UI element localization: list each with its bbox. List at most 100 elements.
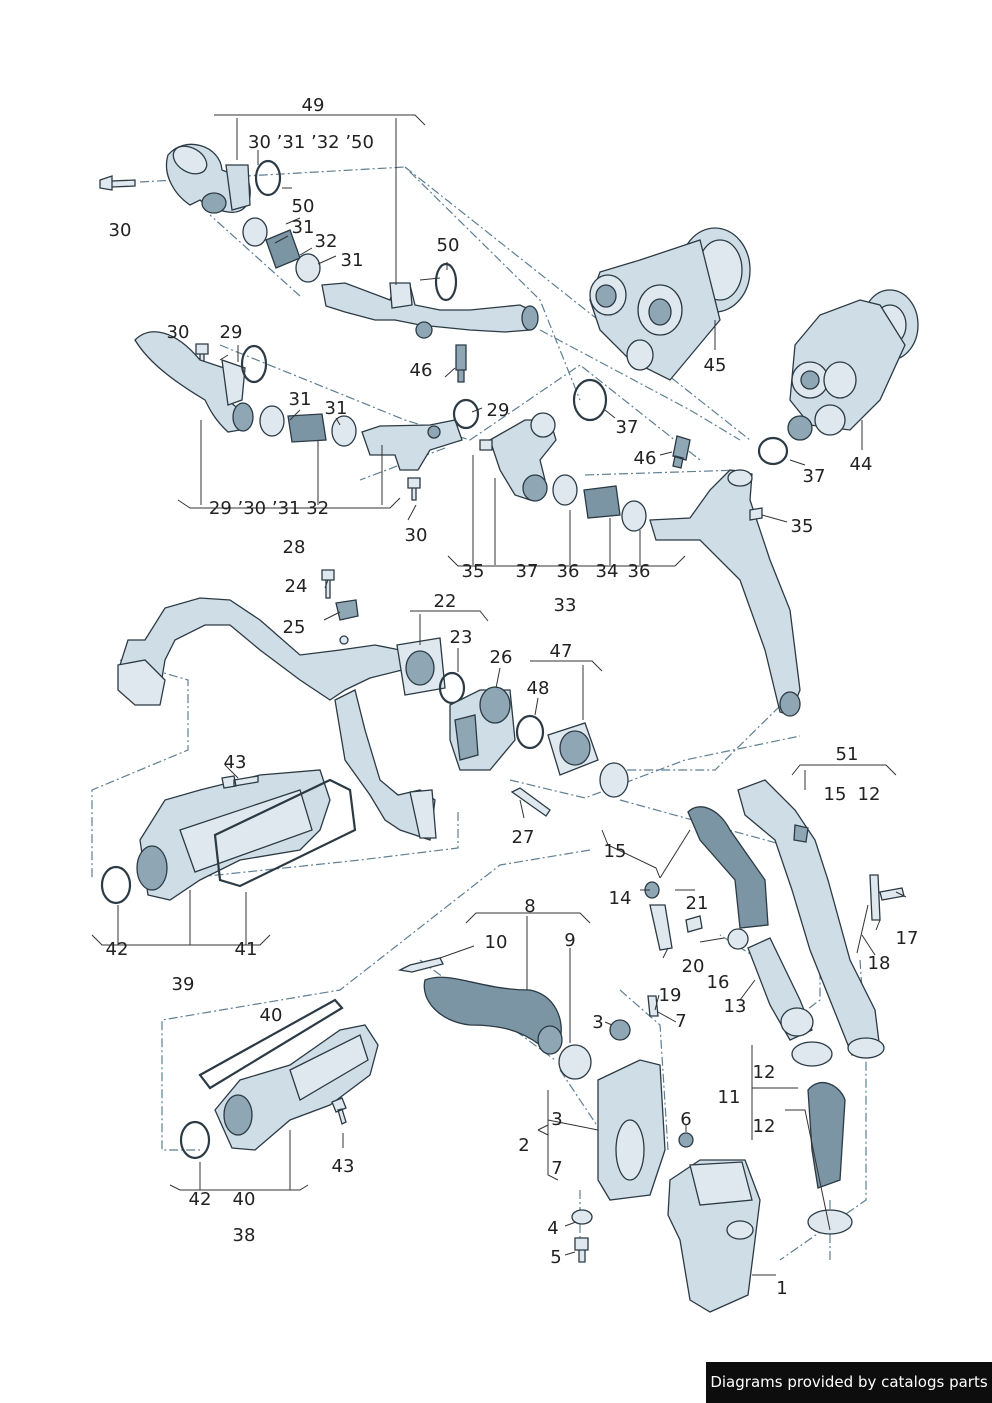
washer-4: [571, 1209, 593, 1225]
callout-47: 47: [550, 641, 573, 662]
callout-25: 25: [283, 617, 306, 638]
o-ring-23: [438, 671, 466, 705]
callout-48: 48: [527, 678, 550, 699]
clamp-36-left: [552, 474, 578, 506]
callout-29-right: 29: [487, 400, 510, 421]
hose-12: [807, 1081, 846, 1189]
callout-37-group: 37: [516, 561, 539, 582]
bolt-43-upper: [221, 775, 259, 789]
callout-5: 5: [550, 1247, 561, 1268]
attribution-footer: Diagrams provided by catalogs parts: [706, 1362, 992, 1403]
bolt-35-right: [749, 507, 763, 521]
bolt-30-top: [99, 175, 136, 191]
nut-6: [678, 1132, 694, 1148]
clamp-31-left: [259, 405, 285, 437]
bolt-43-lower: [331, 1097, 347, 1125]
callout-7-lower: 7: [551, 1158, 562, 1179]
callout-14: 14: [609, 888, 632, 909]
right-elbow-pipe: [489, 412, 557, 502]
callout-15-upper: 15: [824, 784, 847, 805]
callout-30-left: 30: [167, 322, 190, 343]
callout-34: 34: [596, 561, 619, 582]
leader-lines: [91, 114, 907, 1276]
callout-23: 23: [450, 627, 473, 648]
gasket-37-lower: [757, 436, 789, 466]
callout-42-upper: 42: [106, 939, 129, 960]
callout-39: 39: [172, 974, 195, 995]
sensor-21: [685, 915, 703, 933]
callout-19: 19: [659, 985, 682, 1006]
callout-38: 38: [233, 1225, 256, 1246]
pipe-18: [737, 779, 885, 1059]
callout-1: 1: [776, 1278, 787, 1299]
upper-clamp-hose-set: [242, 217, 321, 283]
callout-35-group: 35: [462, 561, 485, 582]
callout-33: 33: [554, 595, 577, 616]
callout-46-upper: 46: [410, 360, 433, 381]
callout-12-mid: 12: [753, 1062, 776, 1083]
sensor-46-upper: [455, 344, 467, 383]
callout-30-top: 30: [109, 220, 132, 241]
hose-32-left: [287, 413, 327, 443]
callout-11: 11: [718, 1087, 741, 1108]
callout-12-upper: 12: [858, 784, 881, 805]
callout-7-upper: 7: [675, 1011, 686, 1032]
gasket-29-right: [452, 398, 480, 430]
callout-35-right: 35: [791, 516, 814, 537]
o-ring-42-upper: [100, 865, 132, 905]
diverter-valve-1: [667, 1159, 761, 1313]
left-lower-pipe: [361, 419, 463, 471]
connector-17: [869, 874, 905, 921]
clamp-36-right: [621, 500, 647, 532]
callout-labels: 49 30 ’31 ’32 ’50 30 50 31 32 31 50 30 2…: [106, 95, 919, 1299]
callout-42-lower: 42: [189, 1189, 212, 1210]
bracket-2: [597, 1059, 666, 1201]
callout-22: 22: [434, 591, 457, 612]
hose-8: [423, 976, 563, 1055]
clamp-9: [558, 1044, 592, 1080]
sensor-46-lower: [672, 435, 691, 469]
bolt-27: [510, 787, 551, 817]
gasket-29-left: [240, 344, 268, 384]
callout-29-30-31-32: 29 ’30 ’31 32: [209, 498, 329, 519]
nut-3-upper: [609, 1019, 631, 1041]
callout-8: 8: [524, 896, 535, 917]
hose-34: [583, 485, 621, 519]
callout-30-31-32-50: 30 ’31 ’32 ’50: [248, 132, 374, 153]
callout-17: 17: [896, 928, 919, 949]
o-ring-42-lower: [179, 1120, 211, 1160]
callout-50-top: 50: [292, 196, 315, 217]
callout-21: 21: [686, 893, 709, 914]
callout-6: 6: [680, 1109, 691, 1130]
upper-intake-elbow: [165, 143, 251, 214]
gasket-37-upper: [572, 378, 608, 422]
callout-31-right: 31: [325, 398, 348, 419]
callout-43-lower: 43: [332, 1156, 355, 1177]
bracket-20: [649, 904, 673, 951]
bolt-30-lower: [407, 477, 421, 501]
intercooler-38: [214, 1024, 379, 1151]
callout-41: 41: [235, 939, 258, 960]
callout-32-top: 32: [315, 231, 338, 252]
intercooler-39: [136, 769, 331, 901]
callout-46-lower: 46: [634, 448, 657, 469]
gasket-41: [213, 778, 357, 888]
callout-40-upper: 40: [260, 1005, 283, 1026]
callout-10: 10: [485, 932, 508, 953]
callout-50-mid: 50: [437, 235, 460, 256]
callout-12-lower: 12: [753, 1116, 776, 1137]
hose-15-lower: [687, 806, 769, 929]
callout-30-lower: 30: [405, 525, 428, 546]
callout-9: 9: [564, 930, 575, 951]
callout-13: 13: [724, 996, 747, 1017]
callout-44: 44: [850, 454, 873, 475]
throttle-body-26: [449, 686, 516, 771]
sensor-bolt-24-25: [321, 569, 359, 645]
callout-43-upper: 43: [224, 752, 247, 773]
gasket-50-top: [254, 159, 282, 197]
clamp-31-right: [331, 415, 357, 447]
callout-45: 45: [704, 355, 727, 376]
turbocharger-45: [589, 227, 751, 381]
callout-31-top: 31: [292, 217, 315, 238]
